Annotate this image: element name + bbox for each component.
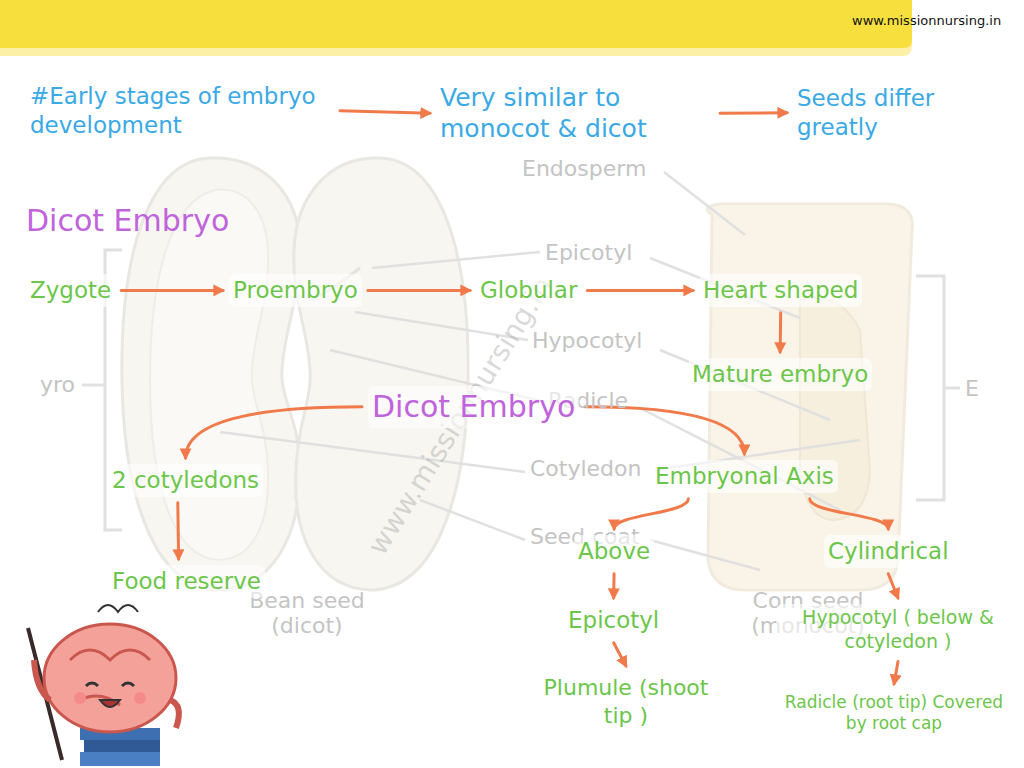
flow-arrow	[612, 574, 615, 598]
part-text: Above	[574, 535, 654, 568]
flow-arrow	[614, 643, 626, 666]
node-text: Hypocotyl ( below & cotyledon )	[780, 606, 1016, 654]
stage-text: Heart shaped	[699, 274, 862, 307]
node-text: Very similar to monocot & dicot	[440, 82, 710, 145]
node-text: Plumule (shoot tip )	[537, 674, 715, 729]
corn-seed	[708, 204, 913, 590]
part-text: Epicotyl	[564, 604, 663, 637]
flow-arrow	[176, 503, 180, 559]
part-text: Food reserve	[108, 565, 265, 598]
flow-arrow	[121, 289, 223, 292]
node-text: Mature embryo	[692, 360, 868, 389]
bracket	[916, 276, 944, 500]
flow-arrow	[810, 499, 889, 529]
bracket-tick	[82, 384, 105, 387]
diagram-title: Dicot Embryo	[26, 203, 229, 239]
node-text: #Early stages of embryo development	[30, 82, 330, 140]
banner	[0, 0, 912, 48]
brain-mascot	[28, 605, 179, 766]
site-url: www.missionnursing.in	[852, 14, 1001, 29]
node-text: 2 cotyledons	[112, 466, 259, 495]
part-text: 2 cotyledons	[108, 464, 263, 497]
stage-text: Globular	[476, 274, 581, 307]
flow-arrow	[888, 574, 898, 598]
part-label: Epicotyl	[545, 240, 632, 265]
bracket-tick	[944, 387, 960, 390]
banner-strip	[0, 0, 912, 56]
intro-text: Very similar to monocot & dicot	[436, 80, 714, 147]
flow-arrow	[894, 662, 898, 685]
node-text: Globular	[480, 276, 577, 305]
part-text: Radicle (root tip) Covered by root cap	[768, 690, 1020, 737]
node-text: Embryonal Axis	[655, 462, 834, 491]
part-text: Embryonal Axis	[651, 460, 838, 493]
node-text: Heart shaped	[703, 276, 858, 305]
flow-arrow	[779, 313, 783, 352]
stage-text: Proembryo	[229, 274, 362, 307]
node-text: Above	[578, 537, 650, 566]
part-text: Plumule (shoot tip )	[533, 672, 719, 731]
part-label: yro	[40, 372, 75, 397]
flow-arrow	[720, 111, 787, 115]
intro-text: Seeds differ greatly	[793, 82, 1001, 144]
bean-cotyledon-left	[150, 190, 268, 560]
part-text: Cylindrical	[824, 535, 953, 568]
part-label: Hypocotyl	[532, 328, 642, 353]
node-text: Epicotyl	[568, 606, 659, 635]
node-text: Seeds differ greatly	[797, 84, 997, 142]
node-text: Dicot Embryo	[372, 388, 575, 426]
node-text: Proembryo	[233, 276, 358, 305]
part-label: E	[965, 376, 979, 401]
flow-arrow	[186, 407, 362, 458]
part-text: Hypocotyl ( below & cotyledon )	[776, 604, 1020, 656]
stage-text: Zygote	[26, 274, 115, 307]
part-label: Endosperm	[522, 156, 646, 181]
stage-text: Mature embryo	[688, 358, 872, 391]
intro-text: #Early stages of embryo development	[26, 80, 334, 142]
node-text: Cylindrical	[828, 537, 949, 566]
node-text: Radicle (root tip) Covered by root cap	[772, 692, 1016, 735]
flow-arrow	[368, 289, 470, 292]
node-text: Zygote	[30, 276, 111, 305]
flow-arrow	[340, 111, 430, 114]
part-label: Cotyledon	[530, 456, 641, 481]
heading-node: Dicot Embryo	[368, 386, 579, 428]
flow-arrow	[585, 407, 744, 454]
flow-arrow	[587, 289, 693, 292]
node-text: Food reserve	[112, 567, 261, 596]
